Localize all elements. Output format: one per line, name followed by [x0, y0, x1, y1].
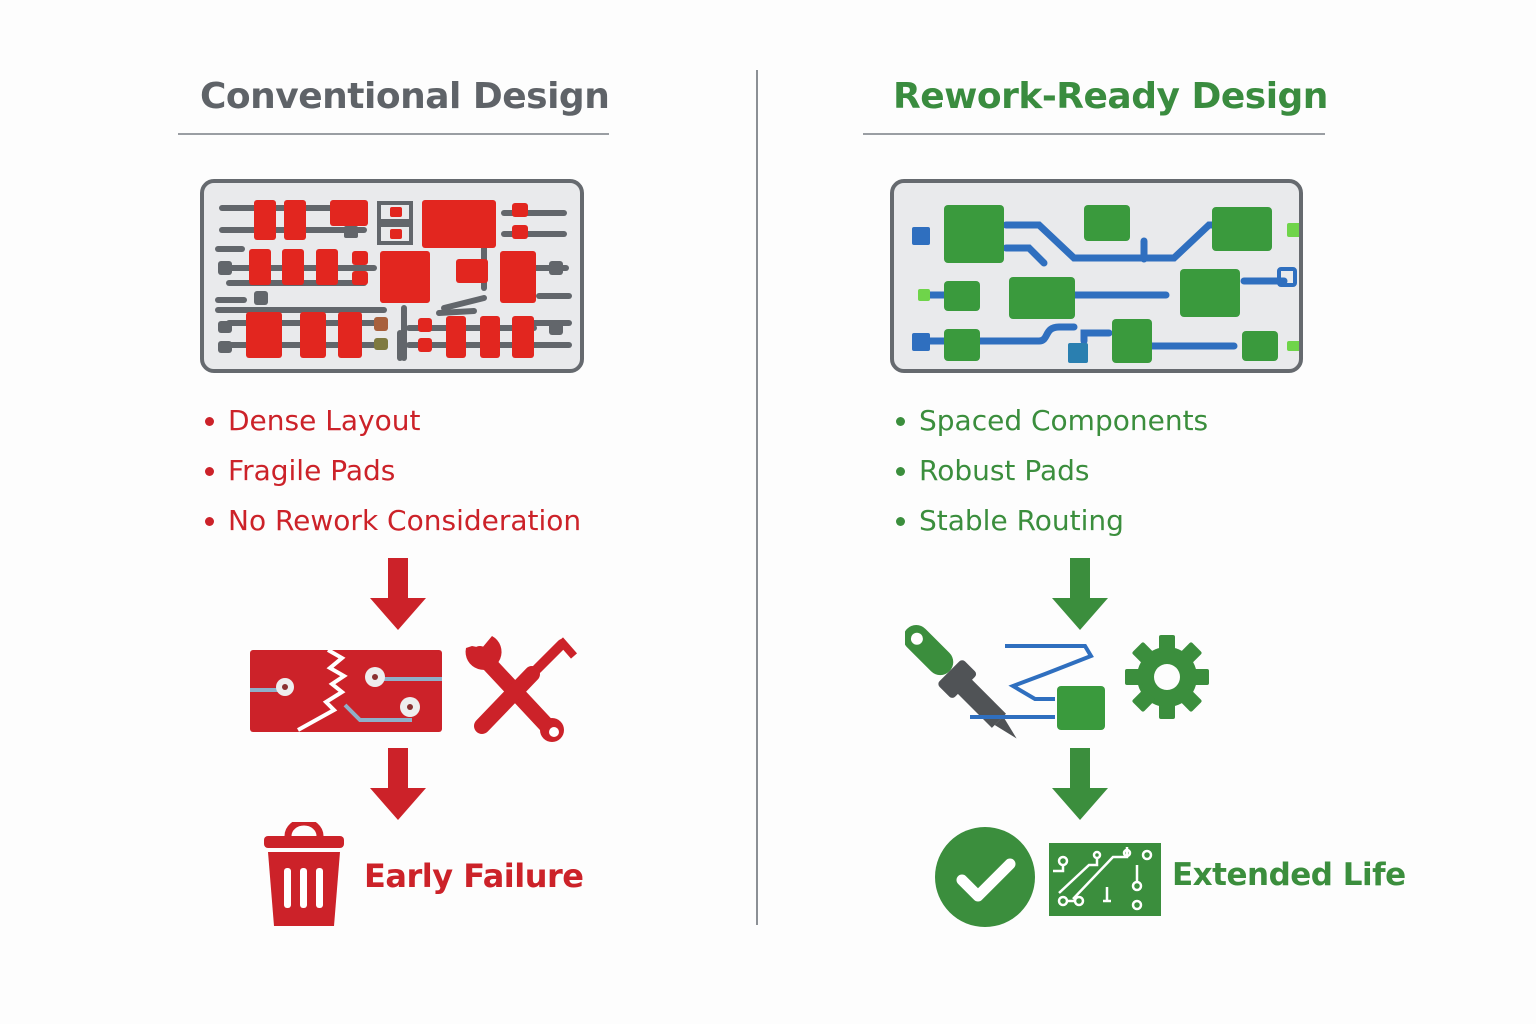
right-title-rule — [863, 133, 1325, 135]
circuit-board-icon — [1049, 843, 1161, 916]
bullet-dot — [205, 466, 214, 476]
bullet-robust-pads: Robust Pads — [896, 446, 1208, 496]
early-failure-label: Early Failure — [364, 857, 584, 895]
arrow-down-icon — [370, 748, 426, 820]
left-title-rule — [178, 133, 609, 135]
conventional-design-title: Conventional Design — [200, 76, 610, 117]
bullet-fragile-pads: Fragile Pads — [205, 446, 581, 496]
soldering-iron-icon — [905, 625, 1105, 739]
bullet-dot — [896, 516, 905, 526]
bullet-dot — [896, 416, 905, 426]
conventional-bullet-list: Dense Layout Fragile Pads No Rework Cons… — [205, 396, 581, 546]
cracked-pcb-icon — [250, 650, 442, 732]
rework-bullet-list: Spaced Components Robust Pads Stable Rou… — [896, 396, 1208, 546]
arrow-down-icon — [1052, 558, 1108, 630]
spaced-pcb-icon — [890, 179, 1303, 373]
bullet-no-rework: No Rework Consideration — [205, 496, 581, 546]
arrow-down-icon — [1052, 748, 1108, 820]
bullet-spaced-components: Spaced Components — [896, 396, 1208, 446]
trash-can-icon — [264, 822, 344, 926]
center-divider — [756, 70, 758, 925]
arrow-down-icon — [370, 558, 426, 630]
bullet-dense-layout: Dense Layout — [205, 396, 581, 446]
wrench-screwdriver-icon — [465, 636, 578, 742]
gear-icon — [1125, 635, 1209, 719]
extended-life-label: Extended Life — [1172, 857, 1406, 893]
dense-pcb-icon — [200, 179, 584, 373]
bullet-dot — [896, 466, 905, 476]
rework-ready-design-title: Rework-Ready Design — [893, 76, 1328, 117]
bullet-dot — [205, 516, 214, 526]
bullet-stable-routing: Stable Routing — [896, 496, 1208, 546]
bullet-dot — [205, 416, 214, 426]
checkmark-circle-icon — [935, 827, 1035, 927]
